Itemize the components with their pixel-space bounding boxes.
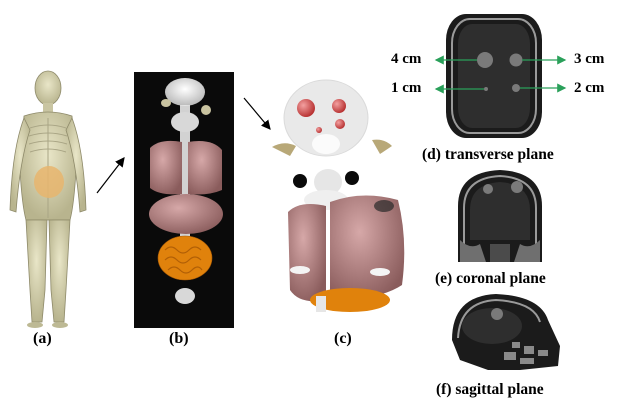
sagittal-slice [452,294,560,370]
coronal-slice [458,170,542,262]
phantom-body-figure [10,71,86,328]
head-tumor-model-figure [272,80,404,312]
plane-label-transverse: (d) transverse plane [422,146,554,164]
transverse-slice [446,14,542,138]
tumor-size-label-2cm: 2 cm [574,80,604,97]
tumor-size-label-1cm: 1 cm [391,80,421,97]
tumor-size-label-4cm: 4 cm [391,51,421,68]
panel-label-b: (b) [169,330,189,348]
panel-label-c: (c) [334,330,352,348]
plane-label-coronal: (e) coronal plane [435,270,546,288]
arrow-a-to-b [97,158,124,193]
arrow-b-to-c [244,98,270,129]
tumor-size-label-3cm: 3 cm [574,51,604,68]
plane-label-sagittal: (f) sagittal plane [436,381,544,399]
panel-label-a: (a) [33,330,52,348]
